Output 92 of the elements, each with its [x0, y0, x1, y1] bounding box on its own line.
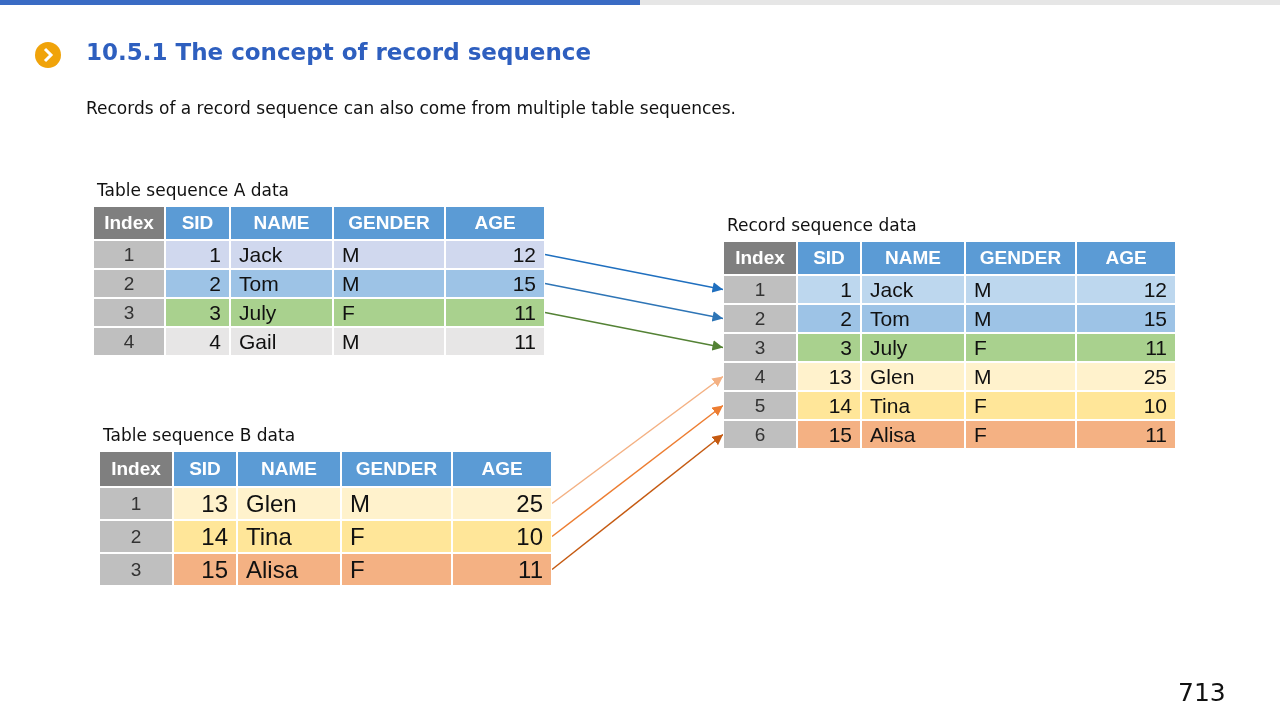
table-cell: Glen [861, 362, 965, 391]
table-cell: M [965, 362, 1076, 391]
table-cell: 11 [445, 327, 545, 356]
column-header: NAME [861, 241, 965, 275]
table-cell: F [341, 520, 452, 553]
table-cell: F [965, 391, 1076, 420]
column-header: Index [93, 206, 165, 240]
table-cell: M [965, 304, 1076, 333]
table-cell: July [230, 298, 333, 327]
table-cell: 15 [1076, 304, 1176, 333]
column-header: AGE [445, 206, 545, 240]
table-cell: M [341, 487, 452, 520]
table-cell: 4 [93, 327, 165, 356]
table-cell: 12 [445, 240, 545, 269]
table-caption: Table sequence B data [103, 425, 296, 445]
table-cell: 14 [797, 391, 861, 420]
table-cell: 25 [1076, 362, 1176, 391]
column-header: NAME [230, 206, 333, 240]
table-cell: 6 [723, 420, 797, 449]
table-cell: Alisa [861, 420, 965, 449]
table-cell: M [333, 327, 445, 356]
table-cell: Tina [861, 391, 965, 420]
column-header: AGE [452, 451, 552, 487]
table-cell: 11 [1076, 333, 1176, 362]
column-header: AGE [1076, 241, 1176, 275]
table-cell: July [861, 333, 965, 362]
table-cell: Gail [230, 327, 333, 356]
table-cell: 10 [452, 520, 552, 553]
table-cell: 15 [173, 553, 237, 586]
table-cell: Tina [237, 520, 341, 553]
table-cell: M [965, 275, 1076, 304]
column-header: GENDER [341, 451, 452, 487]
table-cell: F [341, 553, 452, 586]
arrow [551, 375, 724, 505]
table-caption: Table sequence A data [97, 180, 289, 200]
table-cell: Glen [237, 487, 341, 520]
table-cell: 11 [1076, 420, 1176, 449]
table-cell: Tom [861, 304, 965, 333]
table-cell: 5 [723, 391, 797, 420]
table-cell: Alisa [237, 553, 341, 586]
table-cell: 11 [452, 553, 552, 586]
arrow [544, 311, 724, 351]
arrow [544, 282, 724, 322]
column-header: GENDER [965, 241, 1076, 275]
table-cell: 1 [723, 275, 797, 304]
table-cell: 3 [797, 333, 861, 362]
table-cell: 2 [93, 269, 165, 298]
table-cell: 12 [1076, 275, 1176, 304]
table-cell: F [333, 298, 445, 327]
arrow [551, 404, 724, 538]
arrow [551, 433, 724, 571]
table-cell: 4 [165, 327, 230, 356]
table-cell: 14 [173, 520, 237, 553]
table-cell: 13 [797, 362, 861, 391]
table-cell: Jack [230, 240, 333, 269]
table-cell: 13 [173, 487, 237, 520]
column-header: SID [797, 241, 861, 275]
column-header: GENDER [333, 206, 445, 240]
table-cell: 15 [445, 269, 545, 298]
table-cell: 1 [797, 275, 861, 304]
table-cell: 2 [165, 269, 230, 298]
table-caption: Record sequence data [727, 215, 917, 235]
column-header: SID [173, 451, 237, 487]
table-cell: Tom [230, 269, 333, 298]
table-cell: 10 [1076, 391, 1176, 420]
table-cell: 11 [445, 298, 545, 327]
table-cell: 1 [99, 487, 173, 520]
table-cell: 1 [165, 240, 230, 269]
table-cell: 2 [723, 304, 797, 333]
table-cell: 1 [93, 240, 165, 269]
arrow [544, 253, 724, 293]
column-header: Index [723, 241, 797, 275]
table-cell: M [333, 240, 445, 269]
table-cell: 4 [723, 362, 797, 391]
table-cell: 3 [93, 298, 165, 327]
table-cell: 2 [99, 520, 173, 553]
table-cell: 15 [797, 420, 861, 449]
table-cell: F [965, 420, 1076, 449]
page-number: 713 [1178, 678, 1226, 707]
table-cell: M [333, 269, 445, 298]
table-cell: 3 [99, 553, 173, 586]
table-cell: 25 [452, 487, 552, 520]
column-header: SID [165, 206, 230, 240]
column-header: NAME [237, 451, 341, 487]
table-cell: F [965, 333, 1076, 362]
table-cell: 3 [723, 333, 797, 362]
table-cell: 3 [165, 298, 230, 327]
table-cell: 2 [797, 304, 861, 333]
table-cell: Jack [861, 275, 965, 304]
slide-title: 10.5.1 The concept of record sequence [86, 39, 591, 65]
column-header: Index [99, 451, 173, 487]
subtitle-text: Records of a record sequence can also come from multiple table sequences. [86, 98, 736, 118]
